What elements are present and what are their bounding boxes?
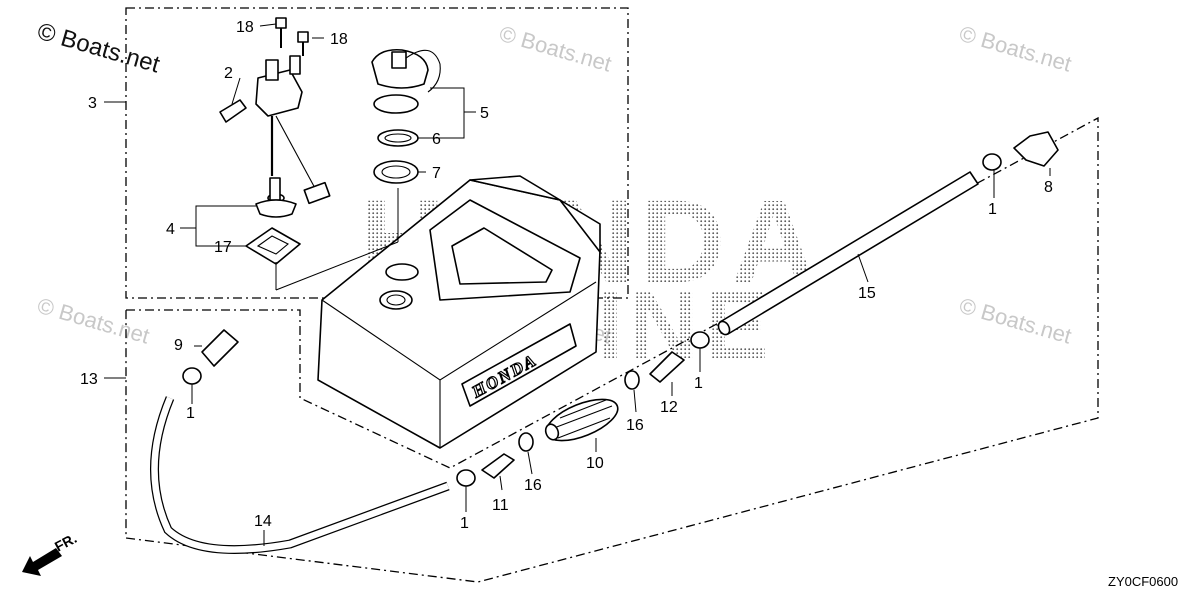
diagram-code: ZY0CF0600 xyxy=(1108,574,1178,589)
callout-10: 10 xyxy=(586,455,604,472)
leader-lines xyxy=(104,23,1051,546)
connector-part-9 xyxy=(201,329,239,367)
callout-3: 3 xyxy=(88,95,97,112)
callout-8: 8 xyxy=(1044,179,1053,196)
fuel-hose-part-15 xyxy=(717,171,979,336)
ring-part-16-b xyxy=(624,370,640,390)
fitting-part-11 xyxy=(481,453,515,479)
sender-base-part-4 xyxy=(255,199,297,218)
seal-ring-part-6 xyxy=(377,129,419,147)
fitting-part-12 xyxy=(649,351,685,383)
hose-clamp-part-1 xyxy=(182,153,1002,487)
callout-1-d: 1 xyxy=(460,515,469,532)
fuel-tank: HONDA xyxy=(317,175,601,449)
callout-13: 13 xyxy=(80,371,98,388)
watermark-top-right: © Boats.net xyxy=(957,21,1075,77)
primer-bulb-part-10 xyxy=(544,398,619,442)
watermark-top-center: © Boats.net xyxy=(497,21,615,77)
callout-2: 2 xyxy=(224,65,233,82)
callout-1-c: 1 xyxy=(694,375,703,392)
callout-16-a: 16 xyxy=(626,417,644,434)
callout-12: 12 xyxy=(660,399,678,416)
bolt-part-2 xyxy=(219,99,247,123)
callout-18-b: 18 xyxy=(330,31,348,48)
watermark-mid-left: © Boats.net xyxy=(35,293,153,349)
outline-sender-group xyxy=(125,7,629,299)
callout-6: 6 xyxy=(432,131,441,148)
callout-15: 15 xyxy=(858,285,876,302)
connector-part-8 xyxy=(1013,131,1059,167)
callout-9: 9 xyxy=(174,337,183,354)
watermark-brand: © Boats.net xyxy=(34,18,163,79)
callout-14: 14 xyxy=(254,513,272,530)
callout-4: 4 xyxy=(166,221,175,238)
callout-5: 5 xyxy=(480,105,489,122)
filler-cap-part-5 xyxy=(371,48,441,114)
callout-17: 17 xyxy=(214,239,232,256)
screw-part-18 xyxy=(275,17,309,56)
callout-18-a: 18 xyxy=(236,19,254,36)
packing-ring-part-7 xyxy=(373,160,419,184)
callout-16-b: 16 xyxy=(524,477,542,494)
front-direction-arrow: FR. xyxy=(22,530,79,576)
gasket-part-17 xyxy=(245,227,301,265)
ring-part-16-a xyxy=(518,432,534,452)
callout-11: 11 xyxy=(492,497,509,514)
callout-1-b: 1 xyxy=(186,405,195,422)
watermark-mid-right: © Boats.net xyxy=(957,293,1075,349)
callout-7: 7 xyxy=(432,165,441,182)
callout-1-a: 1 xyxy=(988,201,997,218)
fuel-gauge-assembly xyxy=(255,55,331,205)
fuel-hose-part-14 xyxy=(150,396,450,555)
